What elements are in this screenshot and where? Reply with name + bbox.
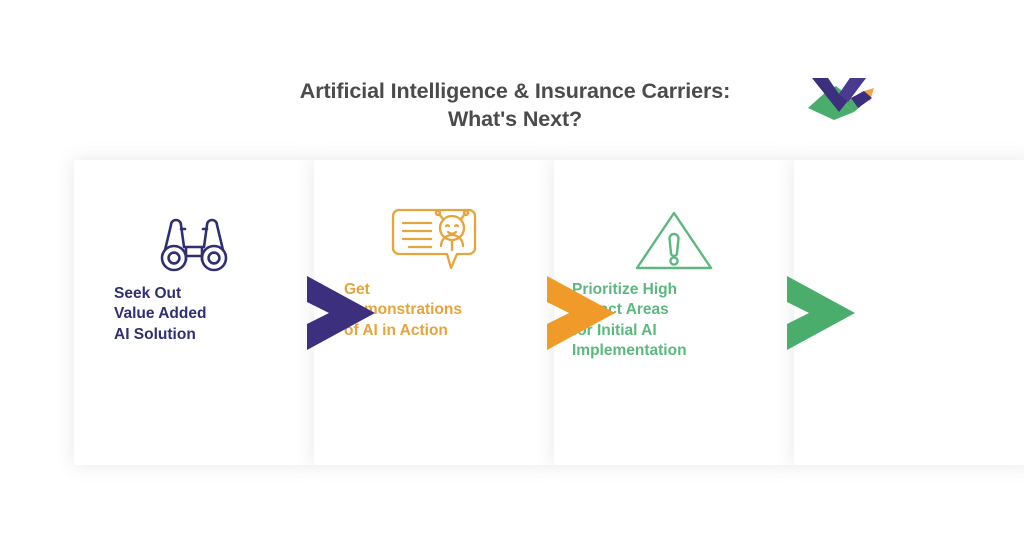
step-2-label-line-1: Get [344,281,370,298]
step-1-label-line-2: Value Added [114,305,207,323]
step-2-icon-wrap [314,206,554,279]
chevron-arrow-purple [303,274,379,352]
page-title: Artificial Intelligence & Insurance Carr… [190,78,840,133]
step-1-label-line-1: Seek Out [114,285,182,302]
binoculars-icon [160,218,228,272]
company-logo-mark [808,78,874,120]
chevron-arrow-purple-icon [307,276,375,350]
step-card-1 [74,160,314,465]
step-2-label-line-3: of AI in Action [344,321,448,339]
step-panel-2: Get Demonstrations of AI in Action [314,160,554,465]
step-1-label-line-3: AI Solution [114,325,196,343]
step-1-label: Seek Out Value Added AI Solution [74,284,314,345]
warning-triangle-icon [635,211,713,270]
step-3-label-line-4: Implementation [572,342,687,360]
chevron-arrow-orange-icon [547,276,615,350]
step-2-label: Get Demonstrations of AI in Action [314,280,554,341]
chevron-arrow-green [783,274,859,352]
company-logo [806,72,880,122]
step-3-icon-wrap [554,208,794,279]
chevron-arrow-orange [543,274,619,352]
step-2-label-line-2: Demonstrations [344,301,462,319]
page-title-line-1: Artificial Intelligence & Insurance Carr… [299,79,731,103]
step-3-label-line-3: for Initial AI [572,321,657,339]
chevron-arrow-green-icon [787,276,855,350]
step-panel-1: Seek Out Value Added AI Solution [74,160,314,465]
page-title-line-2: What's Next? [447,106,583,131]
step-3-label-line-1: Prioritize High [572,281,678,298]
chat-bubble-robot-icon [391,208,477,270]
step-1-icon-wrap [74,216,314,279]
